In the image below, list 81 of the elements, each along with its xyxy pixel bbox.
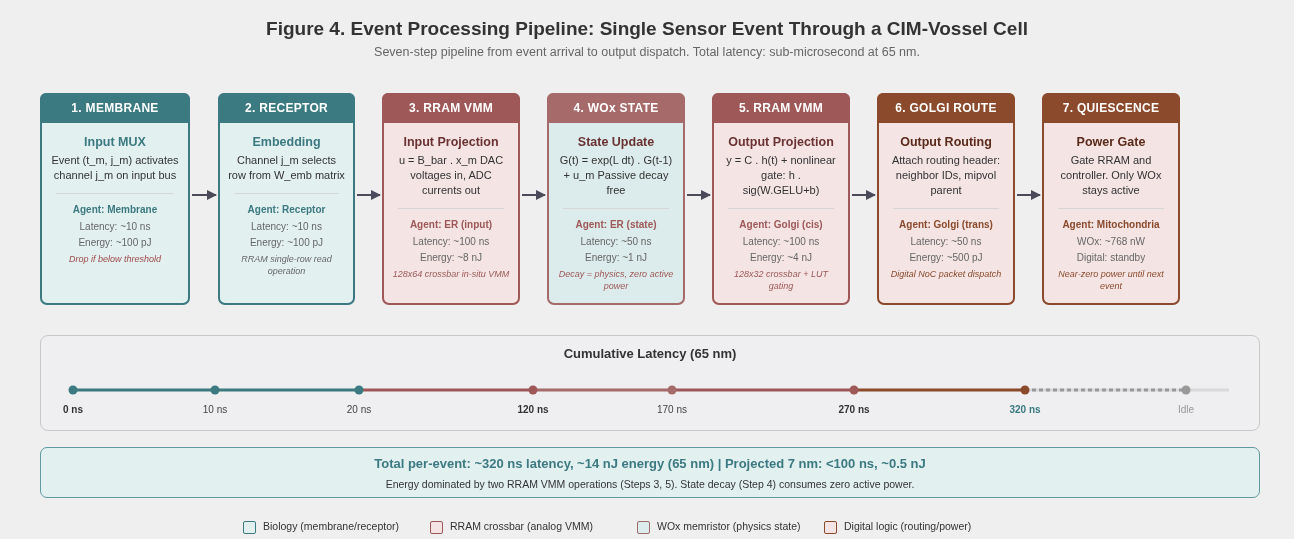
step-description: Channel j_m selects row from W_emb matrix xyxy=(228,153,345,183)
card-header: 6. GOLGI ROUTE xyxy=(877,93,1015,123)
energy-text: Energy: ~8 nJ xyxy=(419,252,483,263)
step-card xyxy=(218,93,355,305)
latency-text: Latency: ~50 ns xyxy=(579,236,653,247)
subtitle: Seven-step pipeline from event arrival to output dispatch. Total latency: sub-microsecond at 65 nm. xyxy=(373,45,921,59)
summary-panel xyxy=(40,447,1260,498)
step-description: y = C . h(t) + nonlinear gate: h . sig(W.GELU+b) xyxy=(725,153,837,198)
card-header: 3. RRAM VMM xyxy=(382,93,520,123)
step-note: 128x32 crossbar + LUT gating xyxy=(733,268,830,292)
step-note: Digital NoC packet dispatch xyxy=(889,268,1003,280)
step-card xyxy=(712,93,850,305)
step-description: u = B_bar . x_m DAC voltages in, ADC currents out xyxy=(397,153,505,198)
tick-label: 10 ns xyxy=(201,404,229,415)
timeline-panel xyxy=(40,335,1260,431)
energy-text: Energy: ~100 pJ xyxy=(248,237,325,248)
arrow xyxy=(686,190,711,200)
card-header: 7. QUIESCENCE xyxy=(1042,93,1180,123)
latency-text: Latency: ~100 ns xyxy=(411,236,491,247)
tick-label: 320 ns xyxy=(1008,404,1042,415)
tick-label: 270 ns xyxy=(837,404,871,415)
step-title: Output Routing xyxy=(899,135,993,149)
summary-headline: Total per-event: ~320 ns latency, ~14 nJ energy (65 nm) | Projected 7 nm: <100 ns, ~0.5 nJ xyxy=(373,456,927,471)
agent-label: Agent: ER (input) xyxy=(408,219,494,230)
step-note: Drop if below threshold xyxy=(67,253,163,265)
tick-label: 120 ns xyxy=(516,404,550,415)
latency-text: Latency: ~10 ns xyxy=(78,221,152,232)
latency-text: WOx: ~768 nW xyxy=(1075,236,1147,247)
tick-label: Idle xyxy=(1176,404,1196,415)
energy-text: Energy: ~4 nJ xyxy=(749,252,813,263)
step-description: Attach routing header: neighbor IDs, mipvol parent xyxy=(890,153,1002,198)
step-title: Embedding xyxy=(251,135,322,149)
step-card xyxy=(40,93,190,305)
legend-label: RRAM crossbar (analog VMM) xyxy=(450,520,593,532)
step-title: State Update xyxy=(576,135,656,149)
arrow xyxy=(356,190,381,200)
arrow xyxy=(191,190,217,200)
arrow xyxy=(521,190,546,200)
figure-title: Figure 4. Event Processing Pipeline: Single Sensor Event Through a CIM-Vossel Cell xyxy=(265,18,1029,40)
step-description: Event (t_m, j_m) activates channel j_m on input bus xyxy=(50,153,180,183)
latency-text: Latency: ~100 ns xyxy=(741,236,821,247)
step-card xyxy=(1042,93,1180,305)
tick-label: 170 ns xyxy=(656,404,688,415)
card-header: 2. RECEPTOR xyxy=(218,93,355,123)
step-note: Decay = physics, zero active power xyxy=(557,268,675,292)
arrow xyxy=(1016,190,1041,200)
card-header: 1. MEMBRANE xyxy=(40,93,190,123)
step-note: Near-zero power until next event xyxy=(1057,268,1165,292)
agent-label: Agent: Golgi (cis) xyxy=(738,219,824,230)
step-card xyxy=(382,93,520,305)
step-title: Power Gate xyxy=(1075,135,1147,149)
legend-label: Biology (membrane/receptor) xyxy=(263,520,399,532)
step-note: 128x64 crossbar in-situ VMM xyxy=(392,268,510,280)
step-description: G(t) = exp(L dt) . G(t-1) + u_m Passive decay free xyxy=(558,153,674,198)
arrow xyxy=(851,190,876,200)
agent-label: Agent: ER (state) xyxy=(574,219,658,230)
card-header: 5. RRAM VMM xyxy=(712,93,850,123)
energy-text: Energy: ~500 pJ xyxy=(908,252,984,263)
agent-label: Agent: Golgi (trans) xyxy=(898,219,994,230)
energy-text: Digital: standby xyxy=(1075,252,1147,263)
step-title: Input Projection xyxy=(402,135,500,149)
step-title: Input MUX xyxy=(83,135,147,149)
agent-label: Agent: Receptor xyxy=(246,204,327,215)
tick-label: 0 ns xyxy=(62,404,84,415)
latency-text: Latency: ~10 ns xyxy=(250,221,323,232)
step-card xyxy=(877,93,1015,305)
timeline-title: Cumulative Latency (65 nm) xyxy=(562,346,738,361)
step-note: RRAM single-row read operation xyxy=(240,253,333,277)
energy-text: Energy: ~100 pJ xyxy=(77,237,153,248)
step-description: Gate RRAM and controller. Only WOx stays active xyxy=(1059,153,1163,198)
legend-label: WOx memristor (physics state) xyxy=(657,520,801,532)
card-header: 4. WOx STATE xyxy=(547,93,685,123)
summary-text: Energy dominated by two RRAM VMM operations (Steps 3, 5). State decay (Step 4) consumes zero active power. xyxy=(384,478,916,490)
step-card xyxy=(547,93,685,305)
step-title: Output Projection xyxy=(727,135,835,149)
legend-label: Digital logic (routing/power) xyxy=(844,520,972,532)
agent-label: Agent: Mitochondria xyxy=(1061,219,1161,230)
tick-label: 20 ns xyxy=(345,404,373,415)
latency-text: Latency: ~50 ns xyxy=(909,236,983,247)
agent-label: Agent: Membrane xyxy=(71,204,159,215)
energy-text: Energy: ~1 nJ xyxy=(584,252,648,263)
